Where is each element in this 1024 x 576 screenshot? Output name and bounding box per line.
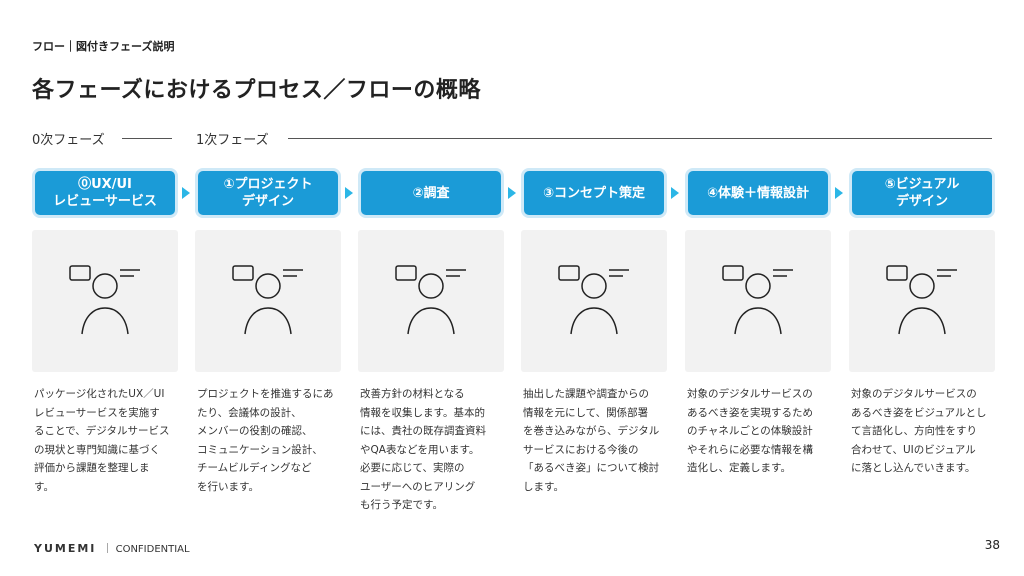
person-idea-illustration [32, 230, 178, 372]
arrow-right-icon [182, 187, 190, 199]
visual-design-illustration [849, 230, 995, 372]
step-description: プロジェクトを推進するにあ たり、会議体の設計、 メンバーの役割の確認、 コミュ… [197, 388, 334, 493]
arrow-right-icon [671, 187, 679, 199]
step-description: パッケージ化されたUX／UI レビューサービスを実施す ることで、デジタルサービ… [34, 388, 170, 493]
phase-column: ①プロジェクト デザイン プロジェクトを推進するにあ たり、会議体の設計、 メン… [195, 168, 341, 496]
step-box: ⓪UX/UI レビューサービス [32, 168, 178, 218]
footer: YUMEMI ｜ CONFIDENTIAL [34, 540, 190, 555]
arrow-right-icon [835, 187, 843, 199]
page-number: 38 [984, 538, 1000, 552]
confidential-label: ｜ CONFIDENTIAL [102, 544, 190, 555]
phase-column: ⑤ビジュアル デザイン 対象のデジタルサービスの あるべき姿をビジュアルとし て… [849, 168, 995, 478]
phase-column: ②調査 改善方針の材料となる 情報を収集します。基本的 には、貴社の既存調査資料… [358, 168, 504, 515]
step-box: ①プロジェクト デザイン [195, 168, 341, 218]
concept-illustration [521, 230, 667, 372]
breadcrumb: フロー｜図付きフェーズ説明 [32, 40, 175, 53]
phase-column: ④体験＋情報設計 対象のデジタルサービスの あるべき姿を実現するため のチャネル… [685, 168, 831, 478]
step-box: ②調査 [358, 168, 504, 218]
step-box: ③コンセプト策定 [521, 168, 667, 218]
step-description: 対象のデジタルサービスの あるべき姿をビジュアルとし て言語化し、方向性をすり … [851, 388, 987, 474]
phase-column: ③コンセプト策定 抽出した課題や調査からの 情報を元にして、関係部署 を巻き込み… [521, 168, 667, 496]
step-description: 改善方針の材料となる 情報を収集します。基本的 には、貴社の既存調査資料 やQA… [360, 388, 486, 511]
phase-1-label: 1次フェーズ [196, 133, 269, 148]
yumemi-logo: YUMEMI [34, 542, 97, 555]
step-box: ④体験＋情報設計 [685, 168, 831, 218]
experience-design-illustration [685, 230, 831, 372]
step-description: 対象のデジタルサービスの あるべき姿を実現するため のチャネルごとの体験設計 や… [687, 388, 813, 474]
page-title: 各フェーズにおけるプロセス／フローの概略 [32, 78, 481, 103]
meeting-illustration [195, 230, 341, 372]
phase-column: ⓪UX/UI レビューサービス パッケージ化されたUX／UI レビューサービスを… [32, 168, 178, 496]
arrow-right-icon [508, 187, 516, 199]
phase-0-label: 0次フェーズ [32, 133, 105, 148]
phase-0-line [122, 138, 172, 139]
step-description: 抽出した課題や調査からの 情報を元にして、関係部署 を巻き込みながら、デジタル … [523, 388, 660, 493]
step-box: ⑤ビジュアル デザイン [849, 168, 995, 218]
research-illustration [358, 230, 504, 372]
arrow-right-icon [345, 187, 353, 199]
phase-1-line [288, 138, 992, 139]
